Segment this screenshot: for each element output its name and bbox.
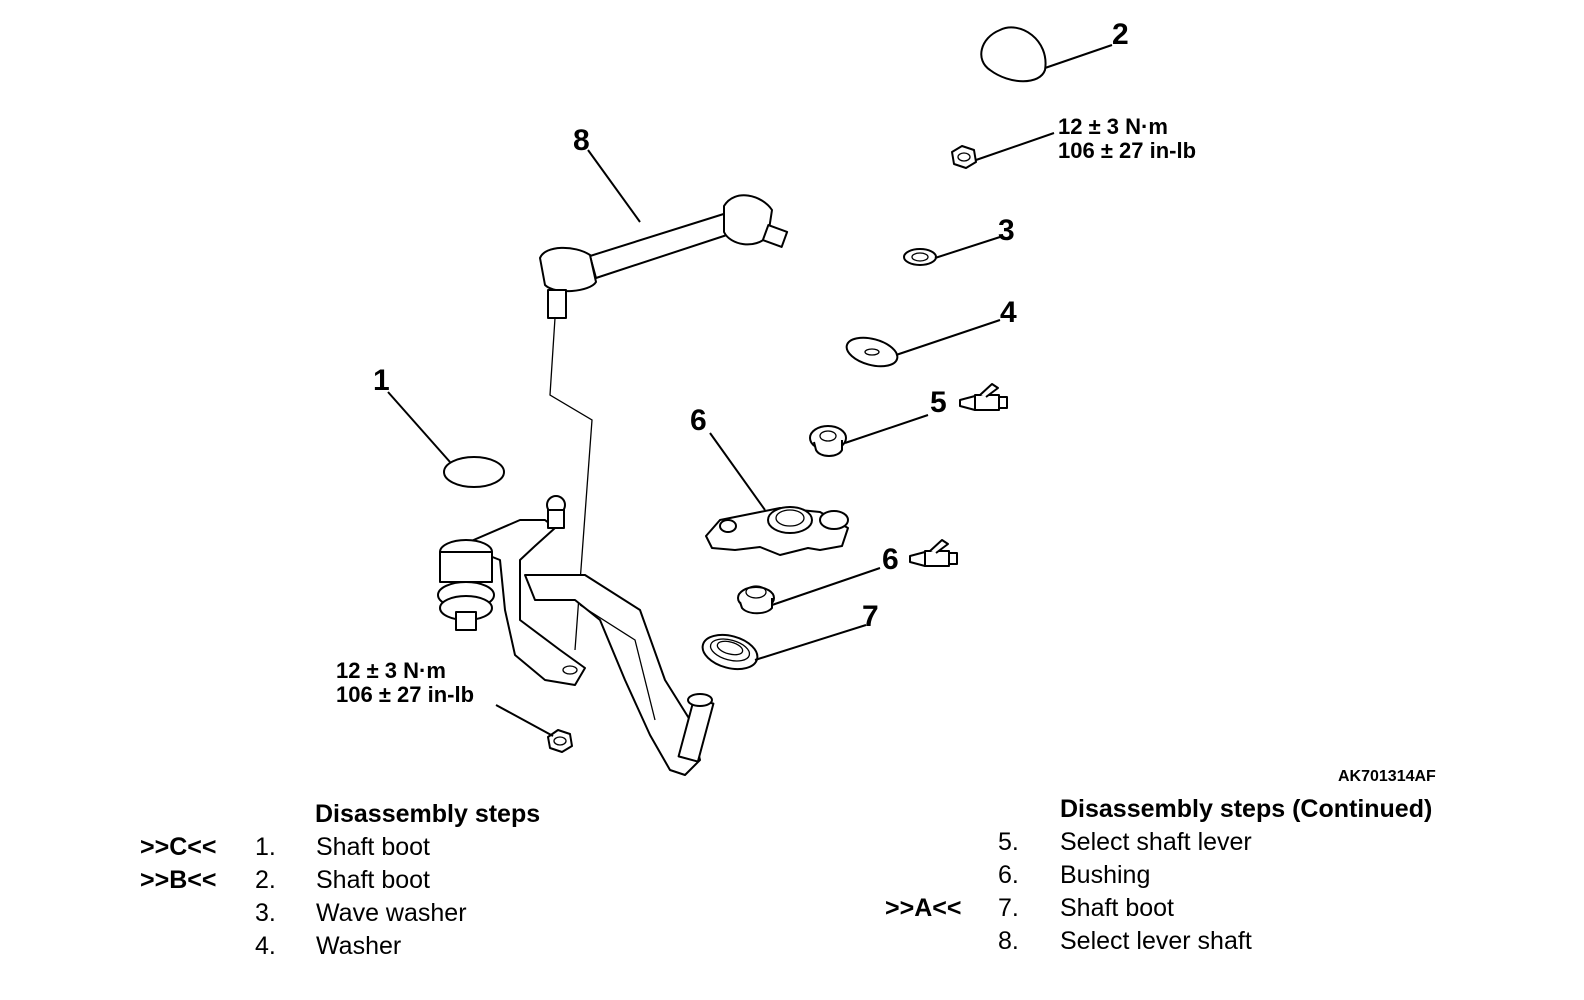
step-ref: >>A<< xyxy=(885,894,962,922)
step-number: 3. xyxy=(255,899,276,927)
steps-heading-right: Disassembly steps (Continued) xyxy=(1060,795,1433,823)
nut-bottom xyxy=(547,729,573,753)
torque-bottom-line2: 106 ± 27 in-lb xyxy=(336,682,474,707)
part-6-bushing-lower xyxy=(737,585,775,615)
part-4-washer xyxy=(845,336,899,368)
step-label: Bushing xyxy=(1060,861,1151,889)
callout-6-lower: 6 xyxy=(882,543,899,576)
part-8-select-lever-shaft xyxy=(539,194,789,319)
step-label: Shaft boot xyxy=(1060,894,1174,922)
step-label: Shaft boot xyxy=(316,866,430,894)
step-label: Select shaft lever xyxy=(1060,828,1252,856)
step-number: 2. xyxy=(255,866,276,894)
torque-top-line2: 106 ± 27 in-lb xyxy=(1058,138,1196,163)
figure-id: AK701314AF xyxy=(1338,768,1436,785)
callout-2: 2 xyxy=(1112,18,1129,51)
step-ref: >>C<< xyxy=(140,833,217,861)
part-3-wave-washer xyxy=(903,248,937,266)
nut-top xyxy=(951,145,977,169)
torque-bottom-line1: 12 ± 3 N·m xyxy=(336,658,446,683)
step-number: 7. xyxy=(998,894,1019,922)
callout-8: 8 xyxy=(573,124,590,157)
step-ref: >>B<< xyxy=(140,866,217,894)
step-number: 1. xyxy=(255,833,276,861)
part-5-select-shaft-lever xyxy=(705,506,849,556)
step-number: 4. xyxy=(255,932,276,960)
callout-6-upper: 5 xyxy=(930,386,947,419)
steps-heading-left: Disassembly steps xyxy=(315,800,541,828)
part-1-shaft-boot xyxy=(443,456,505,488)
callout-4: 4 xyxy=(1000,296,1017,329)
part-2-shaft-boot xyxy=(980,26,1047,83)
grease-gun-icon xyxy=(959,383,1008,411)
torque-top-line1: 12 ± 3 N·m xyxy=(1058,114,1168,139)
grease-gun-icon-lower xyxy=(909,539,958,567)
part-7-shaft-boot xyxy=(701,633,759,671)
callout-7: 7 xyxy=(862,600,879,633)
step-label: Wave washer xyxy=(316,899,467,927)
step-number: 8. xyxy=(998,927,1019,955)
callout-1: 1 xyxy=(373,364,390,397)
step-label: Shaft boot xyxy=(316,833,430,861)
step-label: Washer xyxy=(316,932,402,960)
step-label: Select lever shaft xyxy=(1060,927,1252,955)
step-number: 5. xyxy=(998,828,1019,856)
callout-5: 6 xyxy=(690,404,707,437)
callout-3: 3 xyxy=(998,214,1015,247)
main-lever-bracket xyxy=(437,495,715,776)
step-number: 6. xyxy=(998,861,1019,889)
part-6-bushing-upper xyxy=(809,425,847,457)
